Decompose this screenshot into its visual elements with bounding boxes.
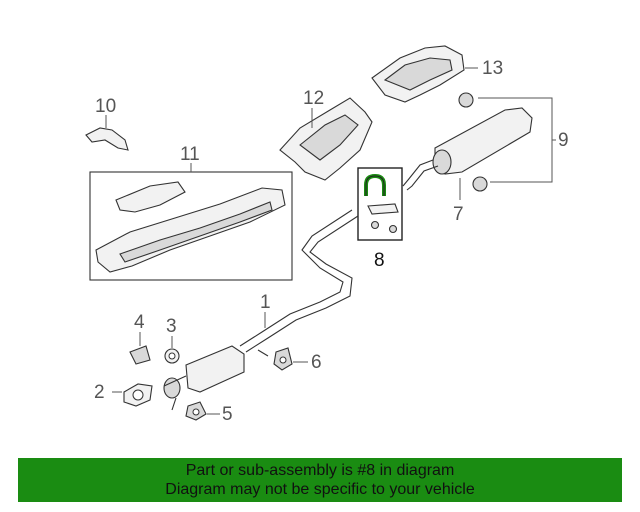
callout-4: 4 bbox=[134, 312, 145, 333]
callout-5: 5 bbox=[222, 404, 233, 425]
part-6-hanger[interactable]: 6 bbox=[273, 347, 322, 373]
callout-13: 13 bbox=[482, 58, 503, 79]
callout-9: 9 bbox=[558, 130, 569, 151]
info-banner-line-1: Part or sub-assembly is #8 in diagram bbox=[185, 462, 455, 479]
callout-6: 6 bbox=[311, 352, 322, 373]
callout-10: 10 bbox=[95, 96, 116, 117]
part-12-heat-shield[interactable]: 12 bbox=[279, 88, 373, 181]
callout-11: 11 bbox=[180, 144, 200, 165]
callout-8: 8 bbox=[374, 250, 385, 271]
part-4-hanger[interactable]: 4 bbox=[129, 312, 151, 365]
part-7-muffler[interactable]: 7 bbox=[402, 107, 533, 225]
part-13-heat-shield[interactable]: 13 bbox=[371, 45, 503, 103]
callout-12: 12 bbox=[303, 88, 324, 109]
part-2-gasket[interactable]: 2 bbox=[94, 382, 153, 407]
part-9-hangers[interactable]: 9 bbox=[458, 92, 569, 192]
part-1-exhaust-pipe[interactable]: 1 bbox=[163, 209, 359, 411]
callout-3: 3 bbox=[166, 316, 177, 337]
part-10-bracket[interactable]: 10 bbox=[85, 96, 129, 151]
part-11-heat-shield-set[interactable]: 11 bbox=[89, 144, 293, 281]
part-8-clamp-kit[interactable]: 8 bbox=[357, 167, 403, 271]
part-5-hanger[interactable]: 5 bbox=[185, 401, 233, 425]
callout-7: 7 bbox=[453, 204, 464, 225]
info-banner-line-2: Diagram may not be specific to your vehi… bbox=[165, 481, 475, 498]
callout-2: 2 bbox=[94, 382, 105, 403]
callout-1: 1 bbox=[260, 292, 271, 313]
info-banner: Part or sub-assembly is #8 in diagram Di… bbox=[18, 458, 622, 502]
part-3-hanger[interactable]: 3 bbox=[164, 316, 180, 364]
